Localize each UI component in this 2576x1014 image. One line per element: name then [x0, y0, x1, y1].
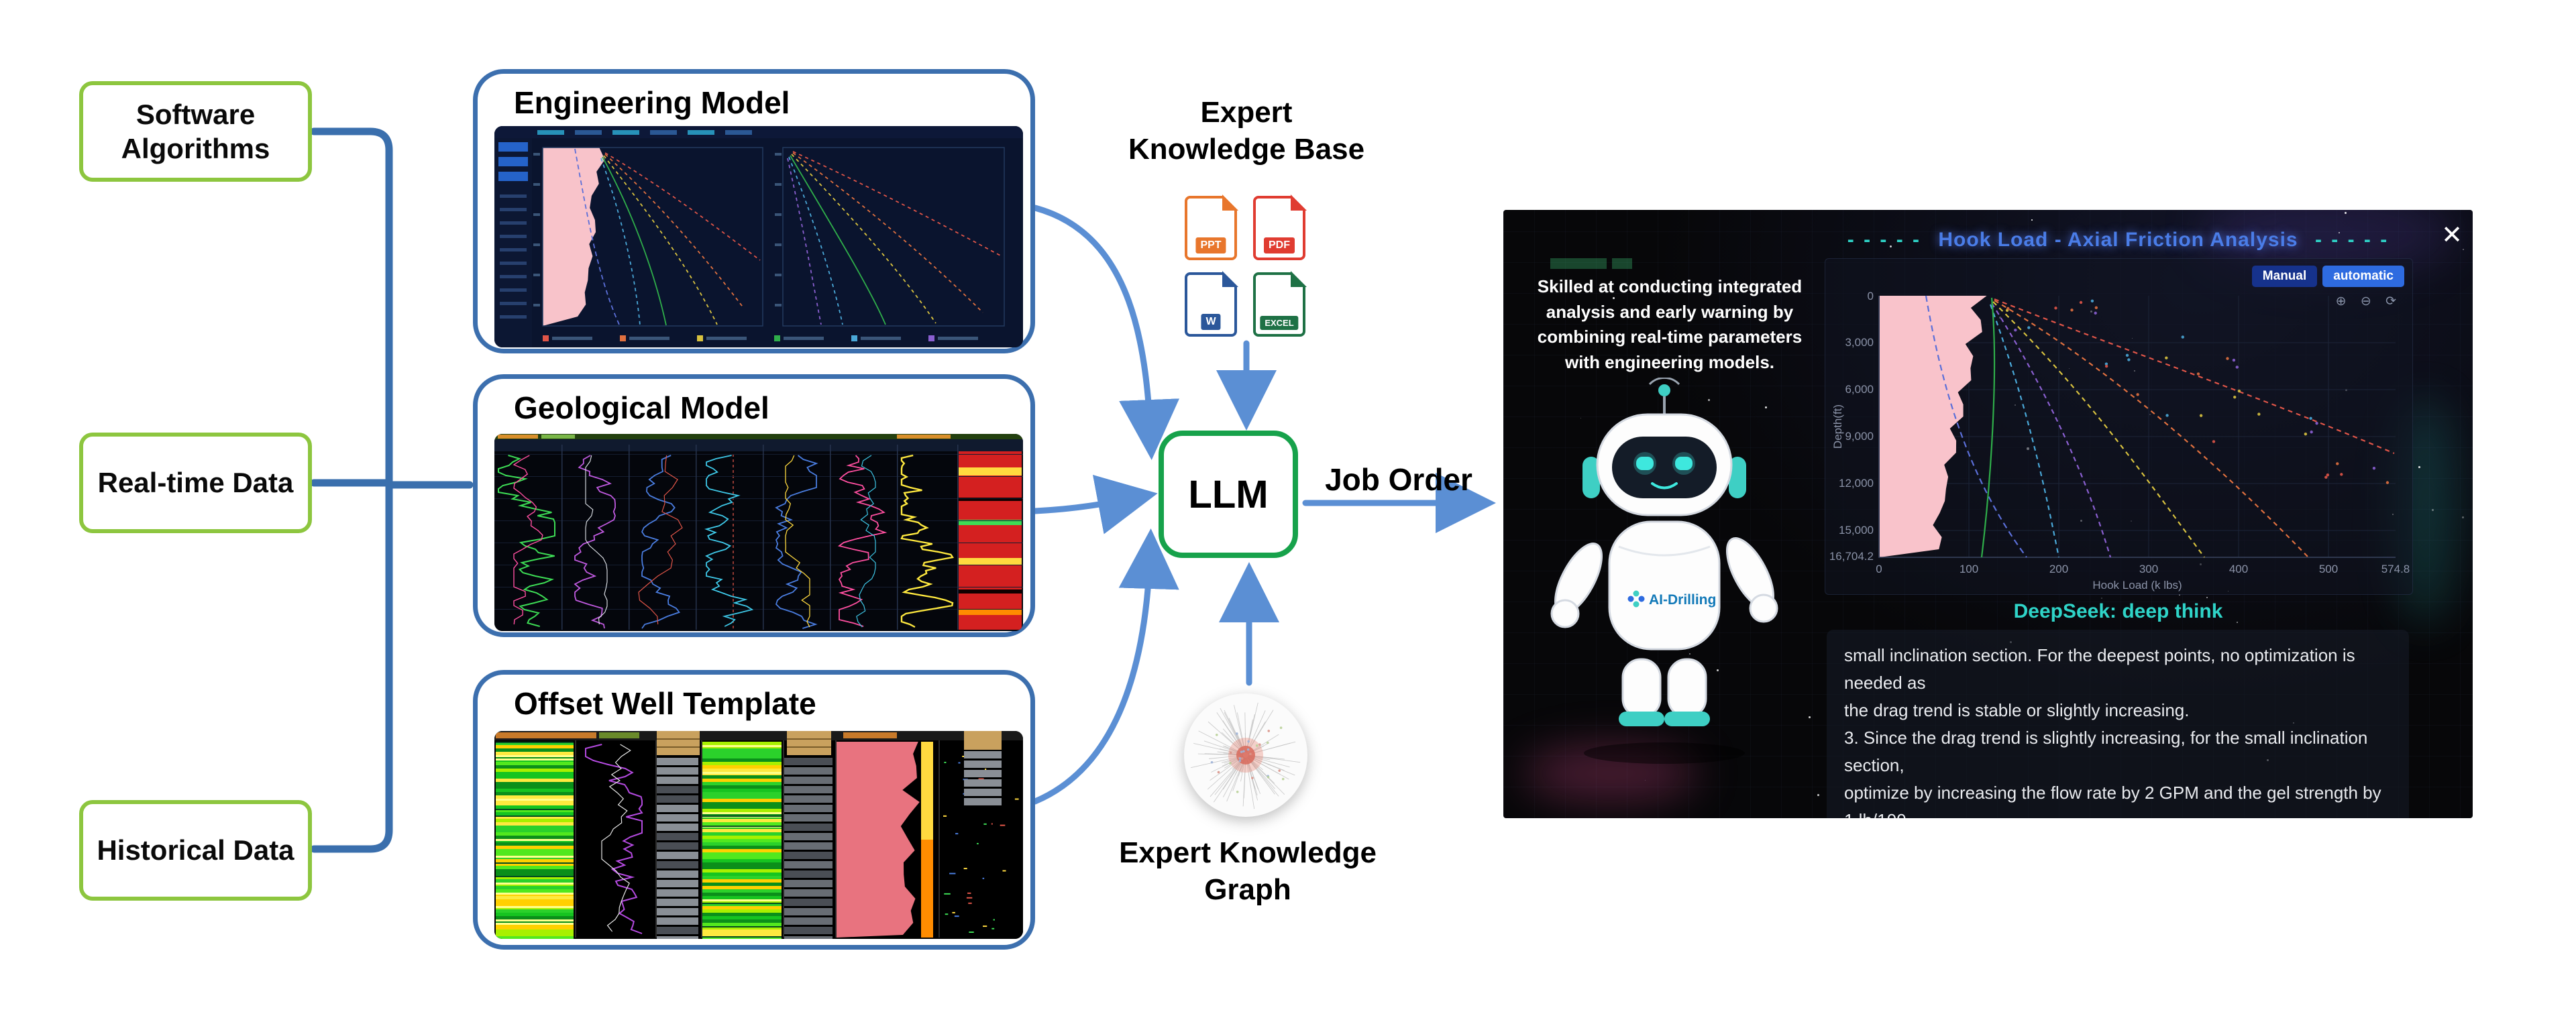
input-box-historical-data: Historical Data: [79, 800, 312, 901]
graph-ball: [1184, 693, 1307, 817]
page-fold: [1291, 194, 1307, 211]
robot-illustration: AI-Drilling: [1550, 376, 1778, 764]
analysis-text-block: small inclination section. For the deepe…: [1827, 630, 2409, 818]
assistant-intro-text: Skilled at conducting integrated analysi…: [1537, 276, 1803, 373]
manual-button[interactable]: Manual: [2251, 266, 2318, 287]
ytick: 16,704.2: [1829, 550, 1874, 563]
input-box-software-algorithms: Software Algorithms: [79, 81, 312, 182]
ytick: 15,000: [1839, 524, 1874, 537]
page-fold: [1222, 271, 1238, 287]
xtick: 200: [2049, 563, 2068, 575]
xtick: 0: [1876, 563, 1882, 575]
pink-glow: [1523, 746, 1698, 800]
analysis-line: the drag trend is stable or slightly inc…: [1844, 700, 2190, 721]
green-chip: [1550, 258, 1607, 269]
xtick: 574.8: [2381, 563, 2410, 575]
hook-load-chart: Manual automatic ⊕ ⊖ ⟳: [1825, 258, 2413, 595]
panel-title-row: - - - - - Hook Load - Axial Friction Ana…: [1825, 229, 2412, 251]
x-axis-label: Hook Load (k lbs): [2092, 579, 2182, 592]
close-button[interactable]: ✕: [2441, 221, 2463, 249]
llm-box: LLM: [1159, 431, 1298, 558]
engineering-model-title: Engineering Model: [514, 85, 790, 120]
ytick: 3,000: [1845, 336, 1874, 349]
title-dashes-left: - - - - -: [1847, 229, 1922, 251]
knowledge-graph-image: [1175, 689, 1316, 824]
engineering-model-box: Engineering Model: [473, 69, 1035, 353]
arrow-engineering-to-llm: [1032, 205, 1180, 460]
panel-title: Hook Load - Axial Friction Analysis: [1938, 229, 2298, 251]
ppt-label: PPT: [1195, 237, 1226, 253]
excel-label: EXCEL: [1260, 316, 1299, 330]
input-box-realtime-data: Real-time Data: [79, 433, 312, 533]
engineering-chart-image: [494, 126, 1023, 347]
analysis-line: optimize by increasing the flow rate by …: [1844, 783, 2381, 818]
excel-doc-icon: EXCEL: [1253, 271, 1307, 337]
chart-toolbar-icons[interactable]: ⊕ ⊖ ⟳: [2335, 294, 2402, 308]
word-doc-icon: W: [1185, 271, 1238, 337]
geological-model-screenshot: [494, 434, 1023, 631]
geological-model-title: Geological Model: [514, 390, 769, 425]
deepseek-label: DeepSeek: deep think: [2013, 600, 2223, 622]
input-label: Real-time Data: [97, 467, 294, 499]
ytick: 6,000: [1845, 383, 1874, 396]
knowledge-base-title: Expert Knowledge Base: [1128, 96, 1365, 166]
input-bracket: [310, 127, 474, 853]
analysis-line: small inclination section. For the deepe…: [1844, 645, 2355, 693]
ai-drilling-panel: - - - - - Hook Load - Axial Friction Ana…: [1503, 210, 2473, 818]
knowledge-graph-title: Expert Knowledge Graph: [1119, 836, 1377, 906]
chart-mode-buttons: Manual automatic: [2251, 266, 2404, 287]
ytick: 12,000: [1839, 477, 1874, 490]
arrow-offset-to-llm: [1032, 528, 1179, 805]
friction-analysis-plot: 0 3,000 6,000 9,000 12,000 15,000 16,704…: [1829, 290, 2410, 592]
ppt-doc-icon: PPT: [1185, 194, 1238, 260]
title-dashes-right: - - - - -: [2314, 229, 2390, 251]
ytick: 9,000: [1845, 430, 1874, 443]
offset-log-image: [494, 731, 1023, 939]
engineering-model-screenshot: [494, 126, 1023, 347]
input-label: Historical Data: [97, 834, 294, 866]
offset-well-template-title: Offset Well Template: [514, 686, 816, 721]
y-axis-label: Depth(ft): [1831, 404, 1844, 449]
xtick: 400: [2229, 563, 2248, 575]
input-label: Software Algorithms: [121, 98, 270, 164]
offset-well-template-box: Offset Well Template: [473, 670, 1035, 950]
automatic-button[interactable]: automatic: [2322, 266, 2404, 287]
pdf-label: PDF: [1264, 237, 1295, 253]
green-chip: [1612, 258, 1632, 269]
job-order-label: Job Order: [1325, 462, 1472, 497]
xtick: 500: [2319, 563, 2338, 575]
well-log-image: [494, 434, 1023, 631]
xtick: 300: [2139, 563, 2158, 575]
ytick: 0: [1868, 290, 1874, 302]
llm-label: LLM: [1188, 472, 1269, 516]
ai-drilling-robot: AI-Drilling: [1530, 376, 1799, 793]
xtick: 100: [1960, 563, 1978, 575]
offset-well-screenshot: [494, 731, 1023, 939]
word-label: W: [1201, 314, 1221, 330]
analysis-line: 3. Since the drag trend is slightly incr…: [1844, 728, 2368, 776]
knowledge-base-icons: PPT PDF W EXCEL: [1185, 194, 1312, 337]
geological-model-box: Geological Model: [473, 374, 1035, 637]
page-fold: [1222, 194, 1238, 211]
robot-body-label: AI-Drilling: [1649, 592, 1716, 608]
page-fold: [1291, 271, 1307, 287]
pdf-doc-icon: PDF: [1253, 194, 1307, 260]
arrow-geological-to-llm: [1032, 475, 1158, 534]
